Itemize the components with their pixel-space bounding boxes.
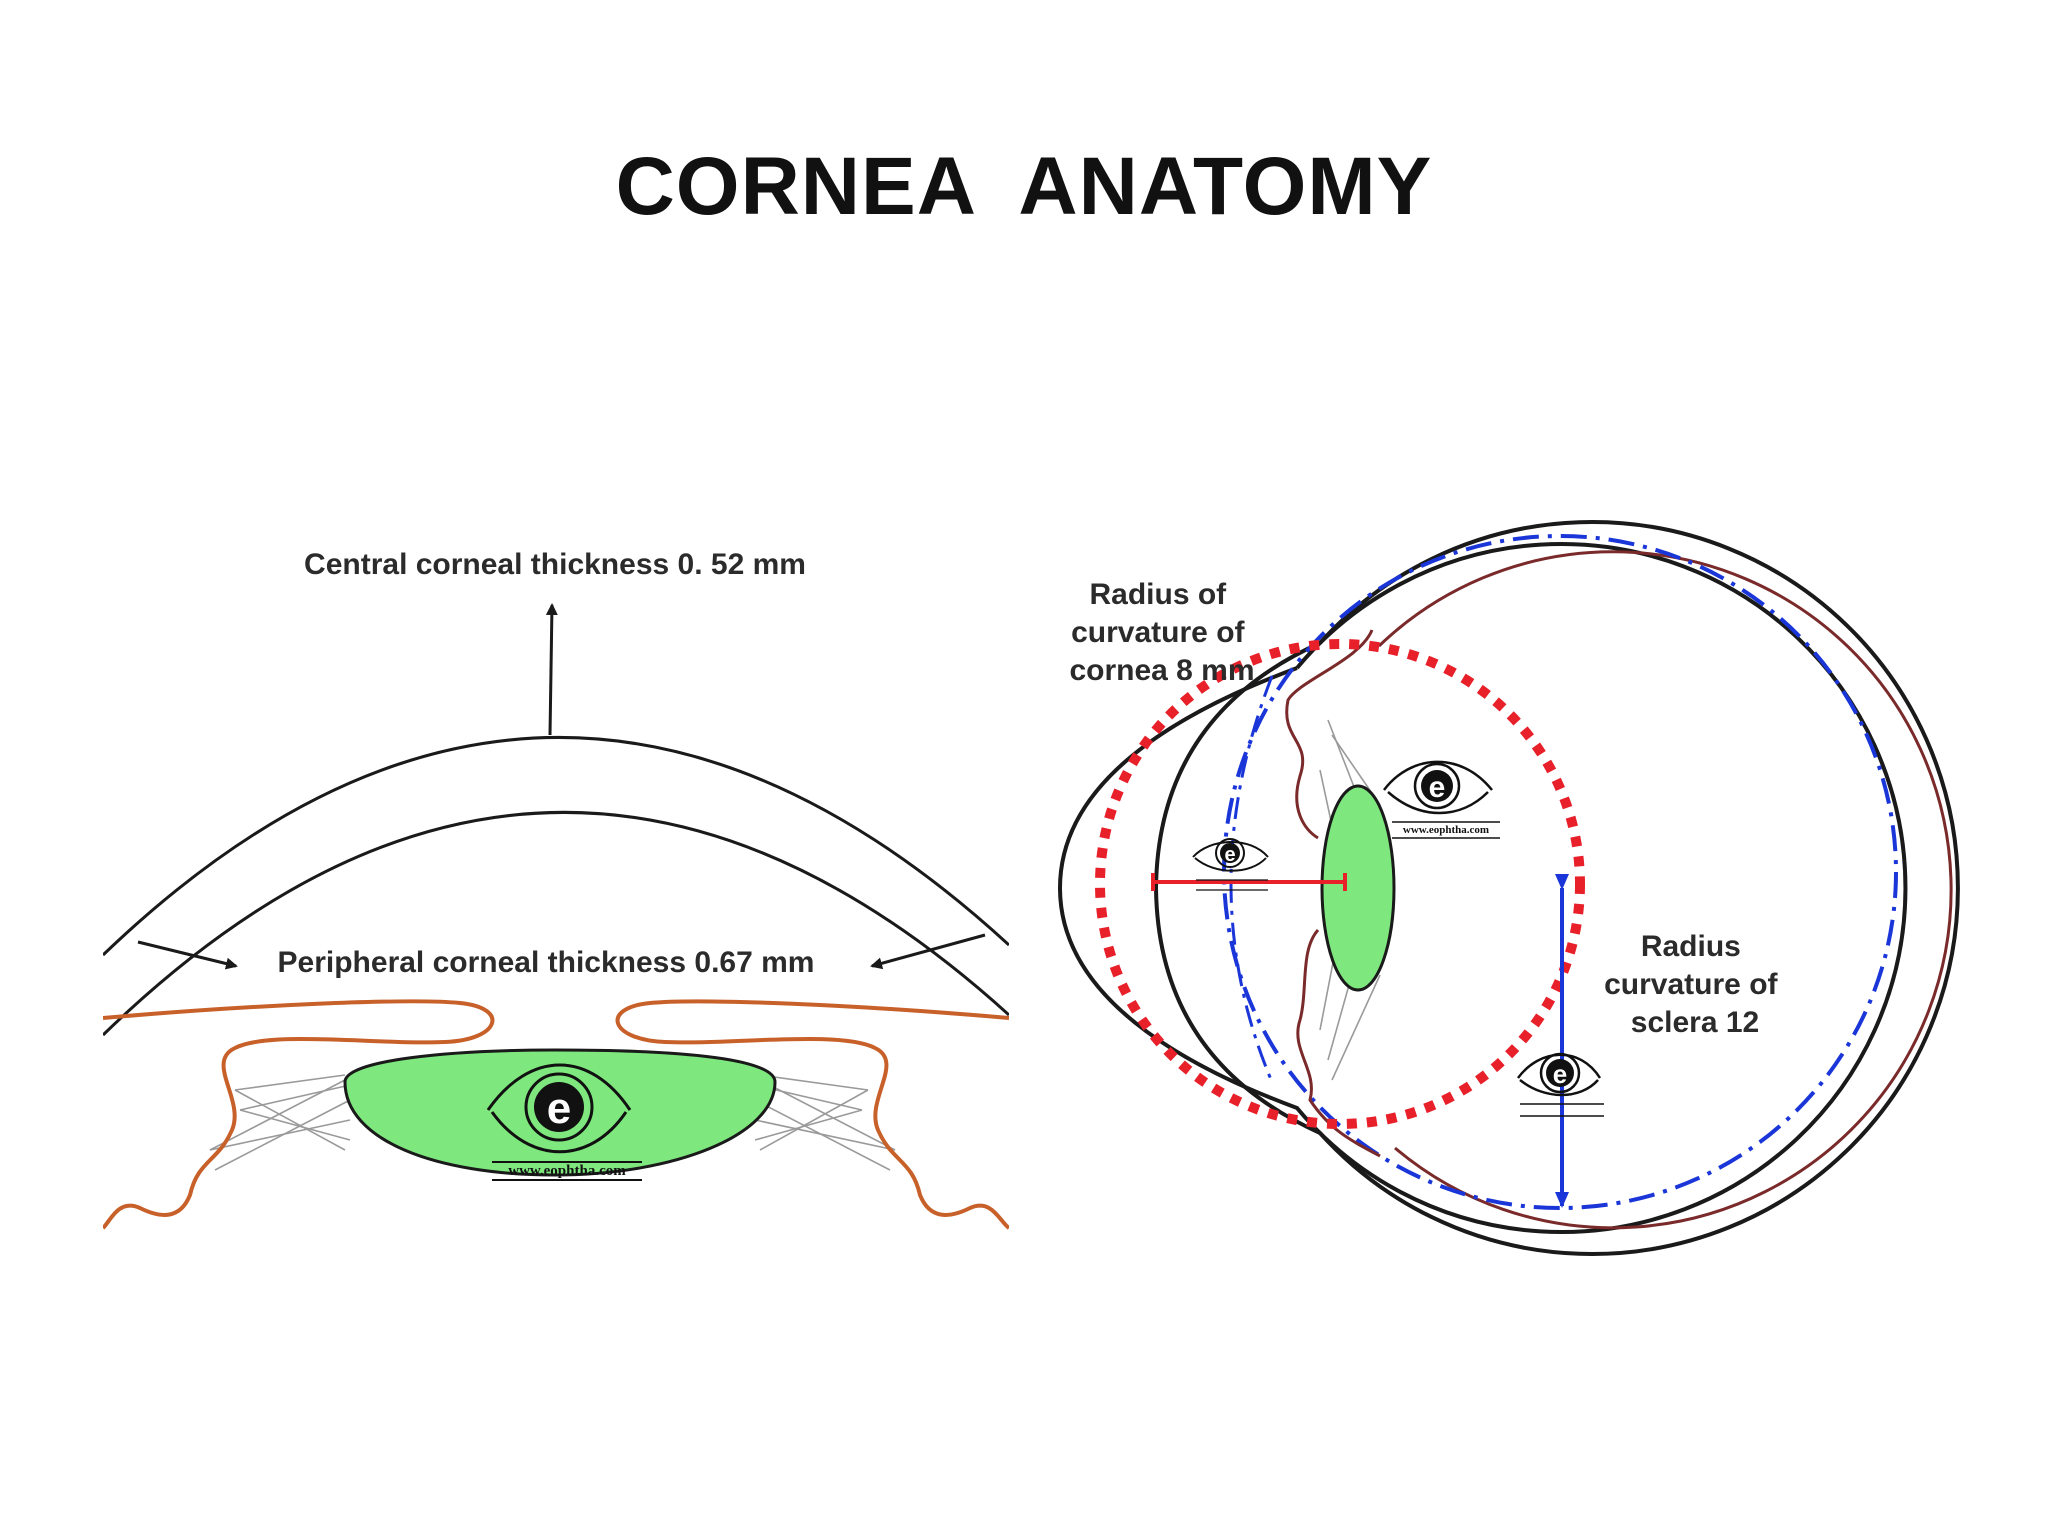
- watermark-letter: e: [547, 1084, 571, 1133]
- lens-right: [1320, 784, 1396, 992]
- globe-choroid: [1377, 550, 1953, 1230]
- globe-sclera-wall: [1153, 520, 1960, 1256]
- watermark-top-url: www.eophtha.com: [1403, 824, 1489, 836]
- peripheral-thickness-label: Peripheral corneal thickness 0.67 mm: [278, 946, 815, 979]
- iris-left: [103, 999, 495, 1230]
- watermark-url: www.eophtha.com: [508, 1163, 626, 1179]
- sclera-radius-label-line2: curvature of: [1604, 968, 1778, 1001]
- watermark-top-letter: e: [1429, 771, 1446, 804]
- watermark-eye-bottom: e: [1516, 1052, 1604, 1117]
- cornea-radius-label-line3: cornea 8 mm: [1069, 654, 1254, 687]
- iris-lower: [1296, 928, 1381, 1158]
- peripheral-arrow-right: [870, 933, 986, 970]
- eye-lid-top: [486, 1063, 632, 1111]
- cornea-radius-label-line2: curvature of: [1071, 616, 1245, 649]
- cornea-radius-label: Radius of curvature of cornea 8 mm: [1069, 578, 1254, 687]
- cornea-cross-section: [103, 736, 1009, 1230]
- sclera-radius-label: Radius curvature of sclera 12: [1604, 930, 1786, 1039]
- left-figure: Central corneal thickness 0. 52 mm: [103, 548, 1009, 1230]
- watermark-mid-letter: e: [1224, 844, 1235, 866]
- cornea-curvature-circle: [1095, 639, 1585, 1129]
- central-thickness-label: Central corneal thickness 0. 52 mm: [304, 548, 806, 581]
- watermark-bottom-letter: e: [1553, 1059, 1567, 1089]
- sclera-radius-label-line3: sclera 12: [1631, 1006, 1759, 1039]
- sclera-curvature-circle: [1222, 534, 1898, 1210]
- iris-upper: [1285, 629, 1374, 840]
- slide-title: CORNEA ANATOMY: [615, 141, 1433, 232]
- watermark-eye-top: e www.eophtha.com: [1382, 760, 1500, 839]
- watermark-eye-large: e www.eophtha.com: [486, 1063, 642, 1181]
- cornea-inner-surface: [103, 811, 1009, 1037]
- peripheral-arrow-left: [137, 940, 238, 970]
- eye-iris-ring: [524, 1072, 594, 1142]
- cornea-radius-label-line1: Radius of: [1089, 578, 1227, 611]
- central-thickness-arrow: [545, 603, 558, 736]
- cornea-dashdot-arc: [1229, 675, 1274, 1083]
- eye-lid-bottom: [490, 1111, 628, 1154]
- right-figure: Radius of curvature of cornea 8 mm Radiu…: [1057, 520, 1960, 1256]
- cornea-outer-surface: [103, 736, 1009, 957]
- watermark-eye-middle: e: [1192, 838, 1269, 891]
- zonules: [209, 1074, 896, 1171]
- eye-pupil: [534, 1082, 584, 1132]
- iris-right: [615, 999, 1009, 1230]
- sclera-radius-label-line1: Radius: [1641, 930, 1741, 963]
